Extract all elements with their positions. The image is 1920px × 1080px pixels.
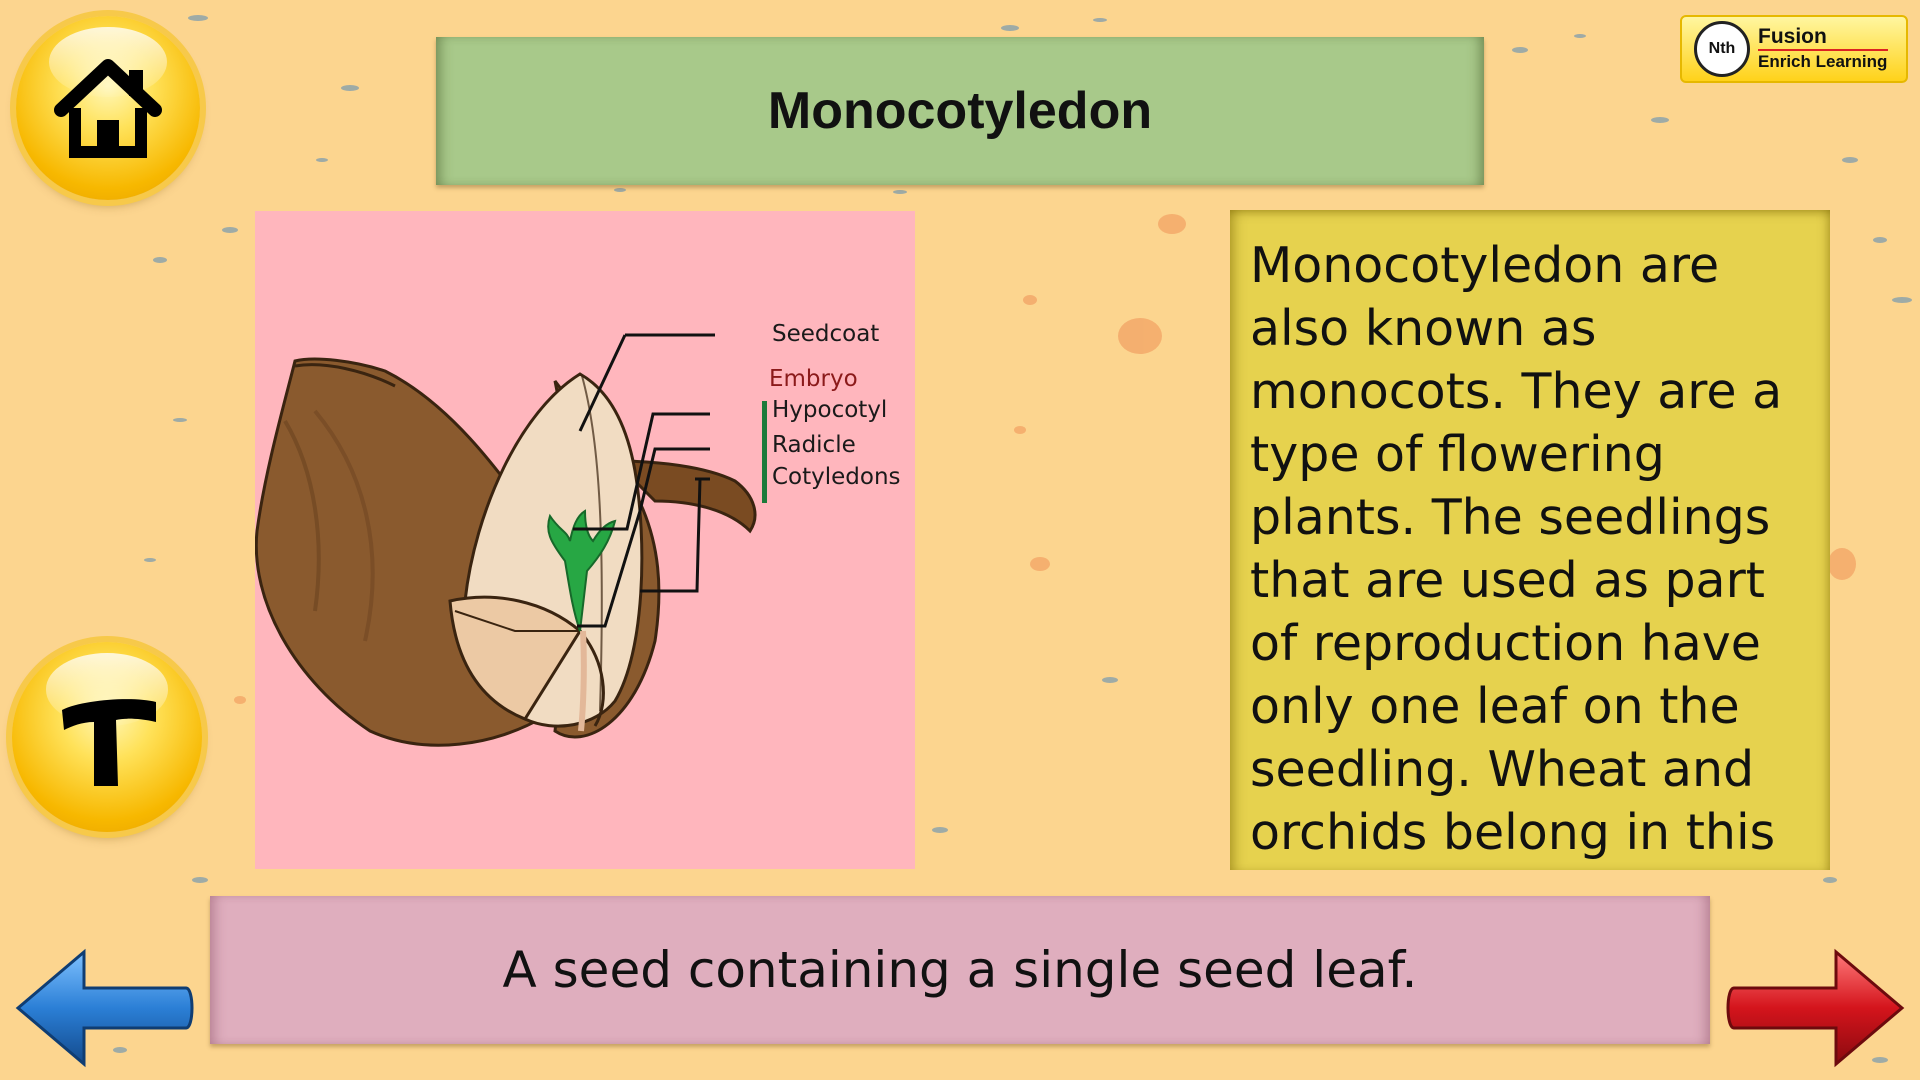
label-cotyledons: Cotyledons [772, 464, 901, 490]
arrow-right-icon[interactable] [1726, 948, 1906, 1068]
text-icon [62, 699, 156, 786]
label-radicle: Radicle [772, 432, 856, 458]
logo-mark: Nth [1694, 21, 1750, 77]
description-text: Monocotyledon are also known as monocots… [1250, 237, 1783, 861]
caption-text: A seed containing a single seed leaf. [502, 941, 1418, 999]
label-hypocotyl: Hypocotyl [772, 397, 888, 423]
brand-logo: Nth Fusion Enrich Learning [1680, 15, 1908, 83]
seed-diagram: Seedcoat Embryo Hypocotyl Radicle Cotyle… [255, 211, 915, 869]
text-button[interactable] [12, 642, 202, 832]
caption-bar: A seed containing a single seed leaf. [210, 896, 1710, 1044]
home-button[interactable] [16, 16, 200, 200]
embryo-shape [547, 509, 617, 632]
logo-tagline: Enrich Learning [1758, 52, 1888, 71]
home-icon [54, 59, 162, 158]
label-seedcoat: Seedcoat [772, 321, 880, 347]
page-title: Monocotyledon [767, 82, 1153, 140]
logo-name: Fusion [1758, 25, 1888, 51]
monocot-seed-illustration [255, 333, 767, 747]
title-bar: Monocotyledon [436, 37, 1484, 185]
label-embryo: Embryo [769, 366, 858, 392]
description-box[interactable]: Monocotyledon are also known as monocots… [1230, 210, 1830, 870]
arrow-left-icon[interactable] [14, 948, 194, 1068]
